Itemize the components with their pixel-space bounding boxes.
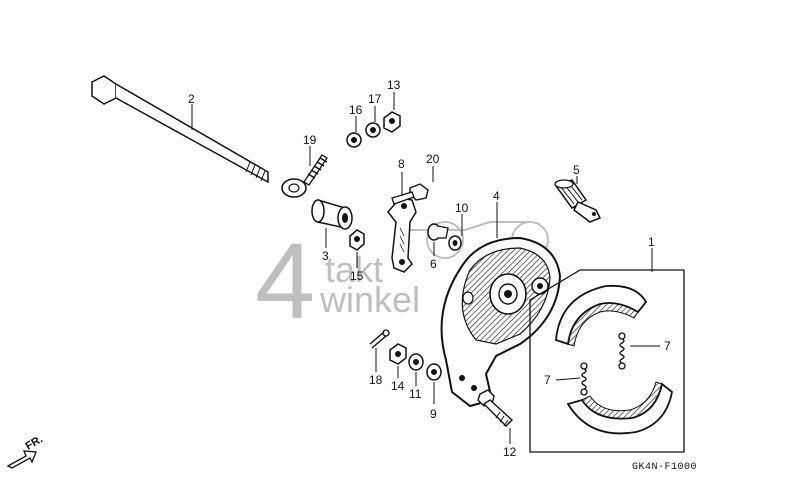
- washer-10-part: [448, 235, 462, 251]
- label-part-18: 18: [369, 373, 383, 387]
- label-part-19: 19: [303, 133, 317, 147]
- brake-shoe-set-part: [529, 269, 685, 453]
- label-part-2: 2: [188, 92, 195, 106]
- label-part-6: 6: [430, 257, 437, 271]
- direction-label: FR.: [24, 433, 45, 452]
- brake-arm-part: [387, 197, 417, 273]
- washer-17-part: [365, 122, 381, 138]
- washer-11-part: [408, 353, 424, 371]
- washer-9-part: [426, 363, 442, 381]
- label-part-15: 15: [350, 269, 364, 283]
- diagram-code: GK4N-F1000: [632, 462, 697, 473]
- axle-part: [91, 75, 269, 184]
- label-part-7-upper: 7: [664, 339, 671, 353]
- front-direction-arrow: FR.: [6, 433, 45, 469]
- cotter-pin-part: [369, 329, 390, 349]
- collar-part: [311, 198, 353, 230]
- label-part-20: 20: [426, 152, 440, 166]
- label-part-4: 4: [493, 189, 500, 203]
- watermark-word-bottom: winkel: [319, 279, 420, 320]
- brake-cam-part: [554, 179, 602, 223]
- watermark-digit: 4: [255, 220, 315, 341]
- watermark: 4 takt winkel: [255, 220, 549, 341]
- spring-lower: [580, 362, 588, 396]
- label-part-10: 10: [455, 201, 469, 215]
- label-part-13: 13: [387, 78, 401, 92]
- watermark-word-top: takt: [325, 249, 383, 290]
- label-part-12: 12: [503, 445, 517, 459]
- washer-16-part: [346, 132, 362, 148]
- nut-15-part: [349, 229, 365, 251]
- label-part-11: 11: [409, 387, 422, 401]
- label-part-5: 5: [573, 163, 580, 177]
- label-part-7-lower: 7: [544, 373, 551, 387]
- leader-lines: [191, 92, 660, 444]
- spring-upper: [618, 332, 626, 370]
- bolt-20-part: [391, 183, 429, 205]
- indicator-6-part: [427, 223, 449, 241]
- nut-13-part: [383, 111, 401, 133]
- nut-14-part: [389, 343, 407, 365]
- label-part-8: 8: [398, 157, 405, 171]
- part-labels: 1 2 3 4 5 6 7 7 8 9 10 11 12 13 14 15 16…: [188, 78, 671, 459]
- label-part-1: 1: [648, 235, 655, 249]
- label-part-16: 16: [349, 103, 363, 117]
- brake-panel-part: [440, 236, 562, 408]
- label-part-9: 9: [430, 407, 437, 421]
- label-part-3: 3: [322, 249, 329, 263]
- label-part-14: 14: [391, 379, 405, 393]
- bolt-12-part: [477, 389, 514, 427]
- label-part-17: 17: [368, 92, 382, 106]
- adjusting-bolt-part: [281, 154, 328, 198]
